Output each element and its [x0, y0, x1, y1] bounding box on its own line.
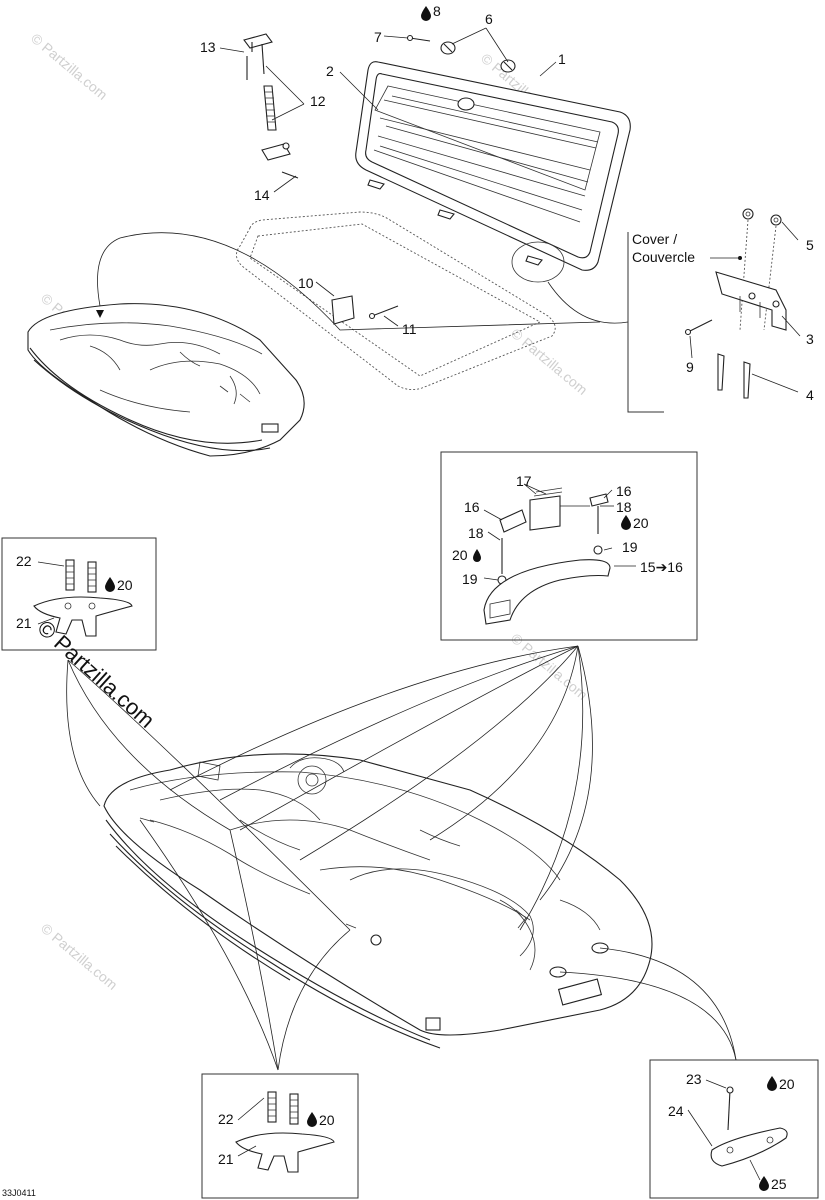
callout-6: 6 — [485, 11, 493, 27]
cleat-parts-top — [33, 559, 133, 637]
grab-handle-parts — [483, 487, 611, 625]
callout-18b: 18 — [616, 499, 632, 515]
gas-spring-assembly — [243, 33, 299, 179]
callout-20a: 20 — [452, 547, 468, 563]
drop-icon-8 — [421, 6, 431, 21]
callout-numbers: 1 2 3 4 5 6 7 8 9 10 11 12 13 14 17 16 1… — [16, 3, 814, 1192]
cover-knobs — [440, 41, 516, 73]
callout-20d: 20 — [319, 1112, 335, 1128]
drop-icon-20c — [105, 577, 115, 592]
leader-small-boat — [97, 232, 601, 331]
pad-detail-box — [649, 1059, 819, 1199]
callout-3: 3 — [806, 331, 814, 347]
callout-18a: 18 — [468, 525, 484, 541]
callout-19a: 19 — [462, 571, 478, 587]
watermark-4: © Partzilla.com — [508, 325, 591, 398]
screw-11 — [371, 305, 399, 317]
callout-16b: 16 — [616, 483, 632, 499]
watermark-5: © Partzilla.com — [508, 630, 591, 703]
bracket-10 — [331, 295, 355, 325]
drop-icon-25 — [759, 1176, 769, 1191]
cover-hinge-parts — [684, 208, 787, 399]
callout-leaders — [37, 27, 801, 1181]
pad-parts — [710, 1086, 788, 1167]
callout-20b: 20 — [633, 515, 649, 531]
callout-11: 11 — [402, 321, 417, 337]
callout-8: 8 — [433, 3, 441, 19]
drop-icon-20e — [767, 1076, 777, 1091]
callout-2: 2 — [326, 63, 334, 79]
drop-icon-20b — [621, 515, 631, 530]
callout-20e: 20 — [779, 1076, 795, 1092]
diagram-code: 33J0411 — [2, 1188, 36, 1198]
storage-cover-drawing — [355, 61, 631, 271]
callout-25: 25 — [771, 1176, 787, 1192]
cleat-detail-box-top — [1, 537, 157, 651]
leader-lines — [66, 645, 737, 1071]
detail-circle — [511, 241, 565, 283]
callout-12: 12 — [310, 93, 326, 109]
cleat-detail-box-bottom — [201, 1073, 359, 1199]
callout-10: 10 — [298, 275, 314, 291]
callout-5: 5 — [806, 237, 814, 253]
callout-21a: 21 — [16, 615, 32, 631]
callout-19b: 19 — [622, 539, 638, 555]
callout-9: 9 — [686, 359, 694, 375]
cover-detail-box — [627, 232, 664, 413]
callout-21b: 21 — [218, 1151, 234, 1167]
callout-1: 1 — [558, 51, 566, 67]
callout-22a: 22 — [16, 553, 32, 569]
storage-opening-outline — [236, 211, 556, 391]
callout-13: 13 — [200, 39, 216, 55]
screw-7 — [409, 37, 431, 42]
cover-label-line2: Couvercle — [632, 249, 695, 265]
callout-22b: 22 — [218, 1111, 234, 1127]
callout-20c: 20 — [117, 577, 133, 593]
grab-handle-detail-box — [440, 451, 698, 641]
callout-14: 14 — [254, 187, 270, 203]
drop-icon-20d — [307, 1112, 317, 1127]
callout-4: 4 — [806, 387, 814, 403]
callout-7: 7 — [374, 29, 382, 45]
watermark-1: © Partzilla.com — [28, 30, 111, 103]
callout-17: 17 — [516, 473, 532, 489]
cleat-parts-bottom — [235, 1091, 335, 1173]
watermark-6: © Partzilla.com — [38, 920, 121, 993]
callout-15-16: 15➔16 — [640, 559, 683, 575]
callout-23: 23 — [686, 1071, 702, 1087]
callout-24: 24 — [668, 1103, 684, 1119]
large-boat-view — [103, 753, 653, 1049]
small-boat-view — [27, 303, 305, 457]
cover-label-line1: Cover / — [632, 231, 677, 247]
drop-icon-20a — [473, 549, 481, 562]
callout-16a: 16 — [464, 499, 480, 515]
